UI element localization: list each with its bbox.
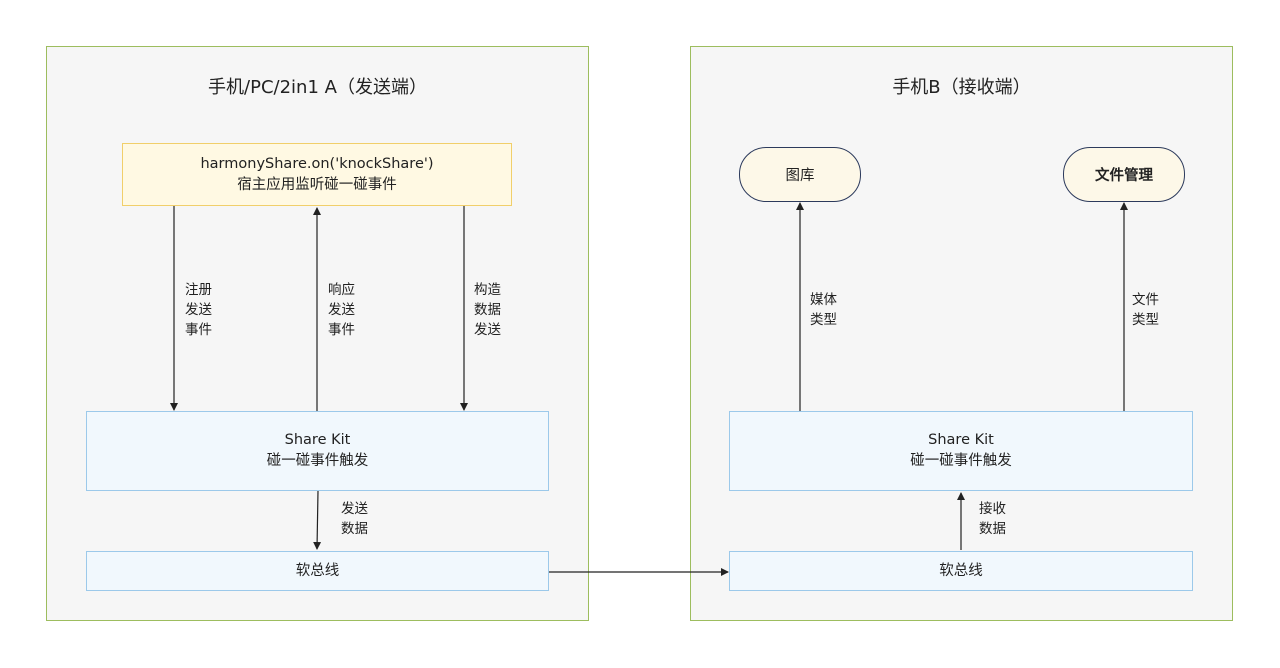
sender-share-kit-title: Share Kit [284,432,351,448]
receiver-panel-title: 手机B（接收端） [892,77,1031,98]
gallery-label: 图库 [785,168,815,184]
receiver-share-kit-desc: 碰一碰事件触发 [910,453,1012,469]
send-data-arrow [313,490,322,550]
register-label: 注册 发送 事件 [185,282,212,338]
host-app-box: harmonyShare.on('knockShare') 宿主应用监听碰一碰事… [122,143,512,206]
host-app-desc: 宿主应用监听碰一碰事件 [237,176,397,193]
sender-share-kit-box: Share Kit 碰一碰事件触发 [86,411,549,491]
receiver-share-kit-box: Share Kit 碰一碰事件触发 [729,411,1193,491]
send-data-label: 发送 数据 [341,501,368,537]
receiver-bus-label: 软总线 [939,562,983,579]
sender-bus-box: 软总线 [86,551,549,591]
receive-data-label: 接收 数据 [979,501,1006,537]
media-type-label: 媒体 类型 [810,292,837,328]
file-type-label: 文件 类型 [1132,292,1159,328]
file-manager-node: 文件管理 [1063,147,1185,202]
file-manager-label: 文件管理 [1095,168,1153,184]
receiver-bus-box: 软总线 [729,551,1193,591]
sender-panel-title: 手机/PC/2in1 A（发送端） [208,77,427,98]
sender-share-kit-desc: 碰一碰事件触发 [266,453,369,469]
host-app-api: harmonyShare.on('knockShare') [200,155,434,172]
respond-label: 响应 发送 事件 [328,282,355,338]
receiver-share-kit-title: Share Kit [928,432,994,448]
construct-label: 构造 数据 发送 [474,282,501,338]
gallery-node: 图库 [739,147,861,202]
sender-bus-label: 软总线 [295,562,340,579]
